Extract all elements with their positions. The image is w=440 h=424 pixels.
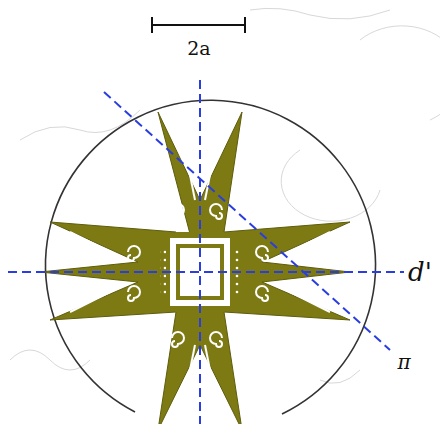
dimension-label: 2a: [185, 38, 212, 59]
symmetry-axes: [8, 80, 404, 424]
scale-bar: [152, 17, 245, 33]
eight-point-star: [40, 112, 350, 424]
line-label: d': [406, 258, 434, 286]
plane-label: π: [395, 351, 412, 373]
